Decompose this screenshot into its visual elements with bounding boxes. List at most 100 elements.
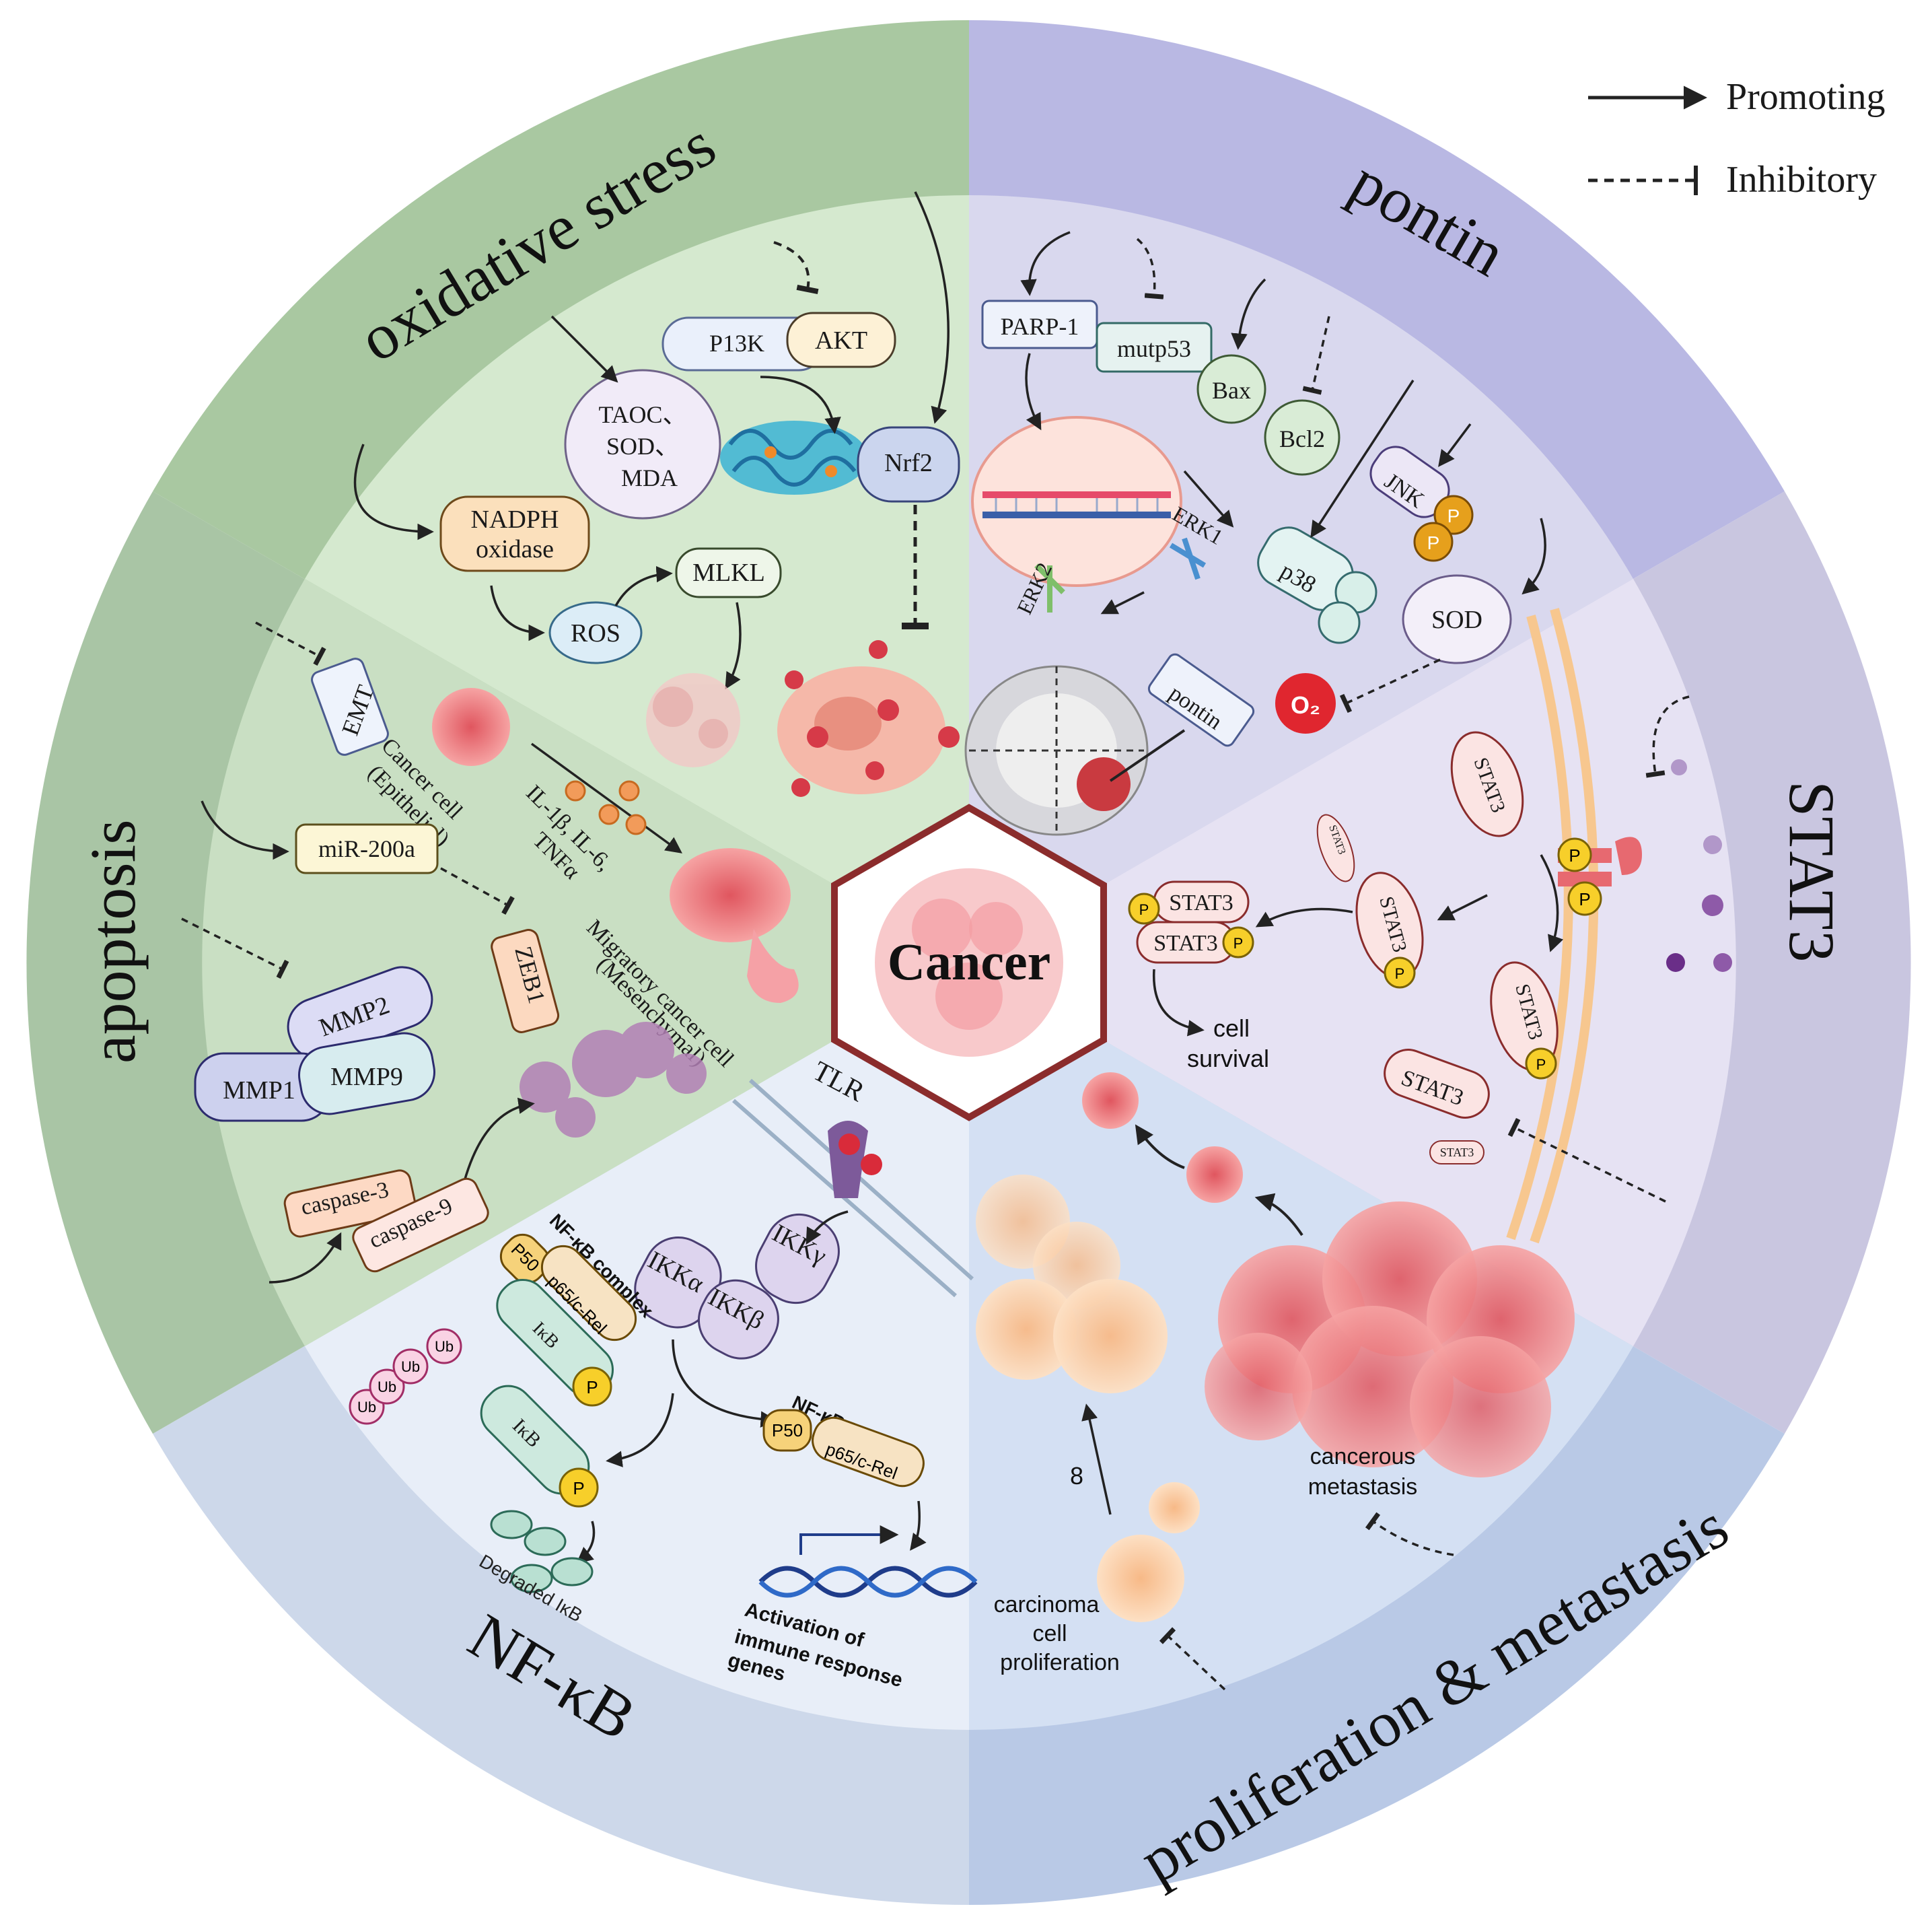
node-akt-label: AKT [815,326,867,355]
membrane-icon [1506,615,1573,1241]
carcinoma-label-3: proliferation [1000,1650,1120,1675]
inhib-sod-to-o2 [1339,658,1441,713]
node-nadph [439,495,590,572]
stat3-dimer-bottom-label: STAT3 [1153,931,1218,956]
inhib-stat3-lower [1507,1117,1666,1203]
node-taoc-label: TAOC、 [598,401,686,428]
stat3-dimer-top-label: STAT3 [1169,891,1233,915]
stat3-receptor-phospho-2-label: P [1579,889,1590,909]
arrow-ikk-to-complex [672,1339,777,1428]
legend: Promoting Inhibitory [1588,76,1885,201]
node-p65-1 [540,1245,637,1341]
node-parp1-label: PARP-1 [1001,313,1079,340]
jnk-phospho-1 [1433,495,1474,535]
arrow-to-dimer [1255,907,1353,928]
node-pontin-sod-label: SOD [1431,606,1482,634]
node-mmp9 [297,1032,436,1115]
node-pontin-sod [1402,574,1512,664]
tumor-cell-a [912,899,972,959]
erk-receptor-icon [1034,537,1207,613]
title-apoptosis: apoptosis [77,819,149,1064]
arrow-receptor-to-right [1540,854,1564,952]
stat3-oval-right-phospho-label: P [1536,1056,1546,1073]
arrow-ikb-to-degraded [576,1521,596,1564]
tumor-cell-b [969,902,1023,956]
apoptotic-cells-icon [520,1022,707,1138]
stat3-oval-mid-phospho-label: P [1395,965,1405,982]
node-parp1 [981,300,1098,349]
cell-survival-label-2: survival [1187,1045,1269,1072]
arrow-to-nadph [353,444,434,541]
dna-nucleus-icon [971,416,1182,587]
legend-inhibitory-label: Inhibitory [1726,159,1877,201]
inhib-to-p13k [773,241,819,295]
node-nadph-label-2: oxidase [476,535,554,563]
stat3-oval-right-phospho [1525,1047,1557,1080]
stat3-receptor-phospho-2 [1567,881,1602,916]
dying-cell-icon [646,673,740,767]
arrow-to-mir [201,800,289,860]
inhib-to-bcl2 [1302,316,1330,395]
nfkb-membrane-icon-2 [749,1078,974,1281]
arrow-nadph-to-ros [490,585,545,641]
sector-apoptosis-inner [202,579,969,1346]
degraded-ikb-icon [490,1510,594,1593]
arrow-cluster-to-cell [1254,1193,1303,1236]
ligand-dot-2 [1703,835,1722,854]
stat3-oval-small [1316,814,1355,882]
arrow-to-taoc [550,315,618,383]
stat3-dimer-phospho-2-label: P [1233,935,1244,952]
stat3-lower [1384,1049,1490,1119]
ub-label-3: Ub [401,1358,420,1375]
migrating-cell-2 [1082,1072,1139,1129]
carcinoma-label-2: cell [1032,1621,1067,1646]
cell-survival-label-1: cell [1213,1014,1250,1042]
jnk-phospho-1-label: P [1447,506,1460,526]
ikb-1-phospho-label: P [586,1377,598,1397]
node-mutp53 [1096,322,1213,373]
node-bax [1196,354,1266,424]
jnk-phospho-2-label: P [1427,532,1440,553]
inhib-carcinoma [1159,1627,1226,1691]
proliferation-content: cancerous metastasis 8 carcinoma cell pr… [976,1072,1575,1691]
pontin-content: PARP-1 mutp53 Bax Bcl2 ERK1 [964,231,1546,836]
ligand-dot-5 [1713,953,1732,972]
center-label: Cancer [888,932,1051,991]
protein-structure-icon [720,421,868,495]
node-caspase3 [283,1169,417,1238]
apoptosis-content: EMT Cancer cell (Epithelial) IL-1β, IL-6… [181,621,799,1284]
node-p13k-label: P13K [709,330,764,357]
carcinoma-label-1: carcinoma [994,1592,1100,1617]
sector-nfkb-inner [305,963,969,1730]
arrow-tlr-to-ikk [806,1210,849,1245]
stat3-receptor-phospho-1-label: P [1569,845,1580,866]
node-nrf2-label: Nrf2 [884,449,933,477]
node-bax-label: Bax [1212,377,1251,404]
jnk-phospho-2 [1413,522,1454,562]
node-mmp9-label: MMP9 [330,1063,403,1091]
carcinoma-cell-1 [1149,1482,1200,1533]
stat3-receptor-phospho-1 [1557,837,1592,872]
node-caspase9 [352,1177,489,1273]
arrow-to-bax [1231,278,1266,350]
arrow-mlkl-to-cell [725,602,742,690]
arrow-to-nrf2 [914,191,950,424]
ikb-2-phospho [559,1467,599,1508]
node-ros [548,601,643,664]
arrow-akt-to-protein [760,376,841,434]
node-mlkl [675,547,782,598]
arrow-complex-to-dna [910,1500,927,1551]
stat3-dimer-phospho-2 [1222,926,1254,959]
ub-label-1: Ub [357,1399,376,1416]
stat3-content: P P STAT3 STAT3 STAT3 P STAT3 P STAT3 ST… [1128,608,1732,1244]
tumor-cell-c [935,963,1003,1030]
arrow-parp1-to-dna [1025,353,1042,431]
stat3-oval-top [1450,731,1524,837]
cytokine-dots-icon [565,780,647,835]
tissue-dish-icon [964,665,1149,836]
node-p50-2-label: P50 [772,1420,803,1440]
node-p50-1 [499,1233,550,1284]
node-mutp53-label: mutp53 [1117,335,1191,362]
migratory-cell-icon [670,848,799,1003]
migrating-cell-1 [1186,1146,1243,1203]
